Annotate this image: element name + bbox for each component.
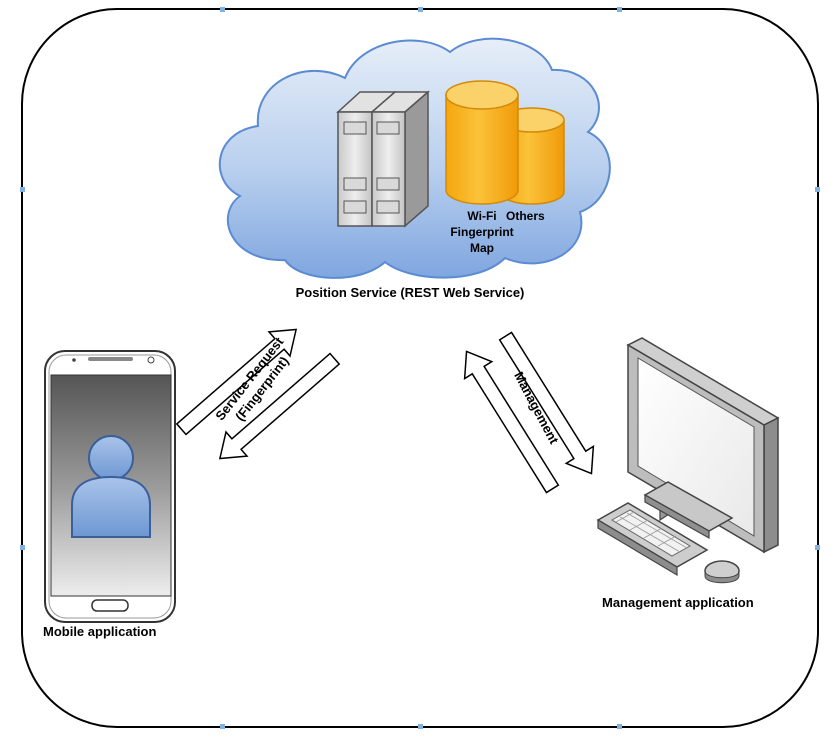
database-others-label: Others bbox=[506, 209, 545, 223]
management-label: Management application bbox=[602, 595, 754, 610]
database-fingerprint-label: Wi-Fi Fingerprint Map bbox=[440, 208, 524, 256]
service-request-arrow-up bbox=[175, 328, 298, 436]
management-arrow-up bbox=[463, 350, 560, 494]
keyboard-icon bbox=[596, 502, 709, 577]
database-fingerprint-label-line-3: Map bbox=[470, 241, 494, 255]
database-fingerprint-map-icon bbox=[445, 80, 519, 205]
database-fingerprint-label-line-1: Wi-Fi bbox=[467, 209, 497, 223]
service-response-arrow-down bbox=[218, 352, 341, 460]
frame-handles bbox=[20, 7, 820, 729]
mobile-label: Mobile application bbox=[43, 624, 157, 639]
smartphone-icon bbox=[44, 350, 176, 623]
cloud-label: Position Service (REST Web Service) bbox=[295, 285, 525, 300]
database-fingerprint-label-line-2: Fingerprint bbox=[450, 225, 514, 239]
desktop-computer-icon bbox=[596, 337, 780, 584]
management-arrow-down bbox=[498, 331, 595, 475]
user-avatar-icon bbox=[71, 435, 151, 538]
server-rack-icon bbox=[336, 90, 431, 228]
mouse-icon bbox=[704, 560, 740, 584]
